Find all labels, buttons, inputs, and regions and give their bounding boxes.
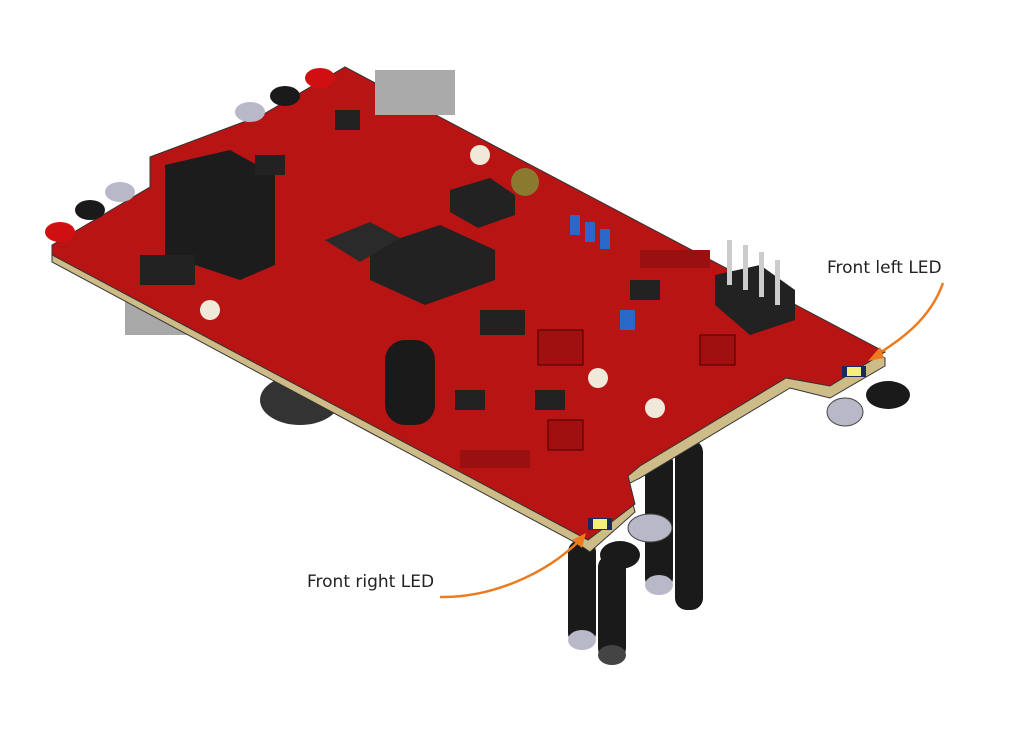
front-right-arrowhead xyxy=(572,533,586,548)
front-right-led-label: Front right LED xyxy=(307,572,435,592)
front-left-arrowhead xyxy=(868,347,884,361)
front-sensors xyxy=(45,68,910,569)
components xyxy=(140,70,795,468)
front-right-led xyxy=(588,518,612,530)
front-left-led-label: Front left LED xyxy=(827,258,942,278)
chip-2 xyxy=(325,222,400,262)
callout-arrows xyxy=(439,282,945,599)
front-left-led xyxy=(842,366,866,377)
front-right-arrow xyxy=(439,539,581,599)
ir-receiver xyxy=(385,340,435,425)
header-socket xyxy=(165,150,275,280)
main-chip xyxy=(370,225,495,305)
chip-3 xyxy=(450,178,515,228)
front-left-arrow xyxy=(874,282,945,358)
button xyxy=(511,168,539,196)
usb-connector xyxy=(375,70,455,115)
